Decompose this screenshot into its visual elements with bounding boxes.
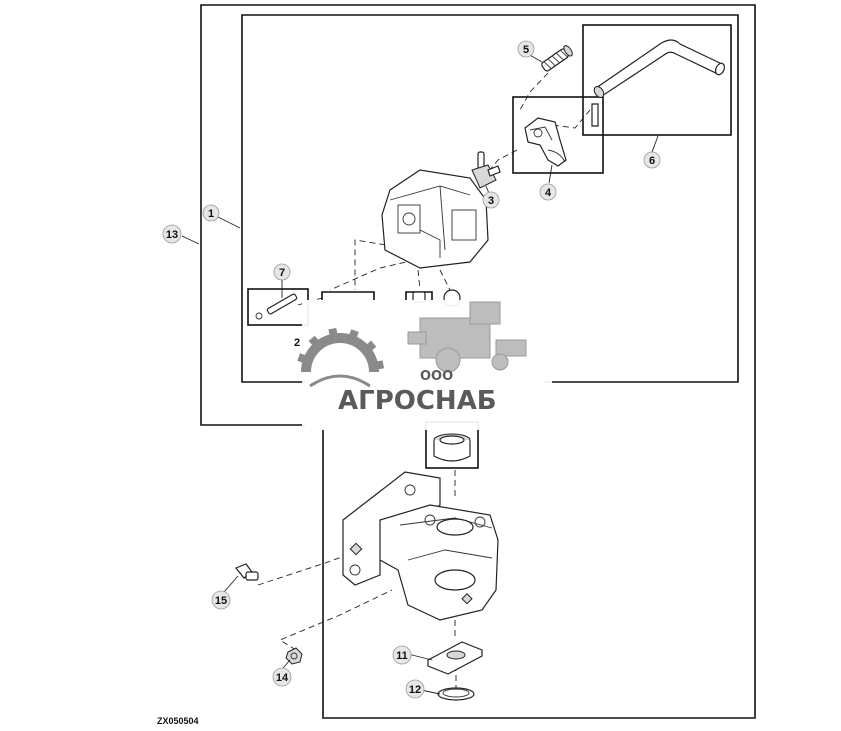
- callout-2: 2: [294, 337, 300, 349]
- frame-part-6: [582, 24, 732, 136]
- watermark-logo: ООО АГРОСНАБ: [297, 300, 552, 430]
- svg-text:АГРОСНАБ: АГРОСНАБ: [338, 386, 497, 416]
- leader-lines: [181, 53, 659, 695]
- frame-part-row-a: [321, 291, 375, 300]
- svg-text:15: 15: [215, 595, 227, 607]
- svg-text:7: 7: [279, 267, 285, 279]
- callout-4: 4: [539, 183, 557, 201]
- svg-text:12: 12: [409, 684, 421, 696]
- callout-1: 1: [202, 204, 220, 222]
- part-15-bolt: [235, 563, 259, 581]
- part-6-handle: [591, 39, 726, 127]
- part-4-latch: [524, 117, 567, 167]
- callout-3: 3: [482, 191, 500, 209]
- frame-part-4: [512, 96, 604, 174]
- svg-text:2: 2: [294, 337, 300, 349]
- part-5-spring: [541, 45, 573, 72]
- svg-text:13: 13: [166, 229, 178, 241]
- part-12-ring: [437, 687, 475, 701]
- svg-text:ООО: ООО: [420, 369, 453, 384]
- harvester-icon: [407, 301, 527, 373]
- svg-text:3: 3: [488, 195, 494, 207]
- callout-14: 14: [272, 667, 292, 687]
- svg-text:11: 11: [396, 650, 408, 662]
- svg-text:1: 1: [208, 208, 214, 220]
- callout-15: 15: [211, 590, 231, 610]
- callout-5: 5: [517, 40, 535, 58]
- callout-6: 6: [643, 151, 661, 169]
- hitch-housing: [342, 471, 499, 621]
- callout-12: 12: [405, 679, 425, 699]
- svg-text:6: 6: [649, 155, 655, 167]
- valve-housing: [381, 169, 489, 269]
- frame-assembly-13: [200, 4, 756, 719]
- part-3-plunger: [471, 151, 501, 189]
- part-11-plate: [427, 641, 483, 675]
- gear-icon: [297, 327, 385, 388]
- callout-11: 11: [392, 645, 412, 665]
- frame-assembly-1: [241, 14, 739, 383]
- svg-text:5: 5: [523, 44, 529, 56]
- callout-7: 7: [273, 263, 291, 281]
- svg-text:14: 14: [276, 672, 289, 684]
- figure-id: ZX050504: [157, 716, 199, 726]
- bushing: [433, 433, 471, 462]
- part-7-pin: [255, 293, 298, 320]
- svg-text:4: 4: [545, 187, 552, 199]
- callout-13: 13: [162, 224, 182, 244]
